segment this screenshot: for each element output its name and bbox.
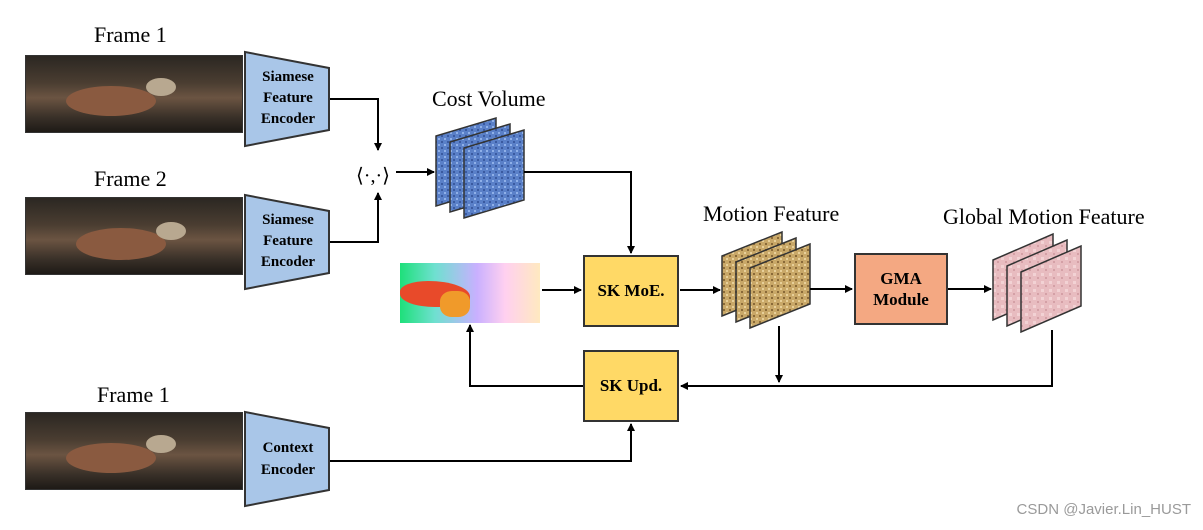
flow-estimate-image — [400, 263, 540, 323]
context-line-2: Encoder — [260, 462, 316, 478]
gma-label-line1: GMA — [880, 268, 922, 288]
siamese-encoder-2-label: Siamese Feature Encoder — [248, 210, 328, 273]
siamese-encoder-2-shape — [244, 193, 330, 291]
gma-module-box: GMA Module — [854, 253, 948, 325]
frame1-bottom-label: Frame 1 — [97, 382, 170, 407]
context-encoder-shape — [244, 410, 330, 508]
siamese-line-3: Encoder — [260, 254, 316, 270]
arrow-global-to-upd — [680, 330, 1053, 390]
arrow-enc1-to-op — [330, 98, 382, 151]
frame1-bottom-image — [25, 412, 243, 490]
frame1-top-label: Frame 1 — [94, 22, 167, 47]
frame1-top-image — [25, 55, 243, 133]
context-encoder-label: Context Encoder — [248, 437, 328, 481]
watermark: CSDN @Javier.Lin_HUST — [1016, 501, 1191, 518]
arrow-cost-to-moe — [524, 171, 635, 254]
siamese-line-3: Encoder — [260, 111, 316, 127]
cost-volume-stack — [435, 116, 525, 220]
inner-product-operator: ⟨·,·⟩ — [356, 165, 390, 187]
motion-feature-stack — [721, 230, 811, 330]
sk-upd-label: SK Upd. — [599, 376, 663, 396]
frame2-image — [25, 197, 243, 275]
sk-moe-label: SK MoE. — [597, 281, 665, 301]
arrow-context-to-upd — [330, 423, 635, 462]
cost-volume-label: Cost Volume — [432, 86, 546, 111]
siamese-line-2: Feature — [263, 90, 313, 106]
global-motion-feature-label: Global Motion Feature — [943, 204, 1145, 229]
frame2-label: Frame 2 — [94, 166, 167, 191]
gma-label-line2: Module — [873, 290, 929, 309]
motion-feature-label: Motion Feature — [703, 201, 840, 226]
context-line-1: Context — [262, 440, 314, 456]
arrow-enc2-to-op — [330, 192, 382, 243]
siamese-encoder-1-shape — [244, 50, 330, 148]
sk-moe-box: SK MoE. — [583, 255, 679, 327]
siamese-encoder-1-label: Siamese Feature Encoder — [248, 67, 328, 130]
siamese-line-1: Siamese — [262, 69, 314, 85]
siamese-line-2: Feature — [263, 233, 313, 249]
global-motion-feature-stack — [992, 232, 1082, 334]
arrow-upd-to-flow — [466, 324, 583, 387]
sk-upd-box: SK Upd. — [583, 350, 679, 422]
siamese-line-1: Siamese — [262, 212, 314, 228]
